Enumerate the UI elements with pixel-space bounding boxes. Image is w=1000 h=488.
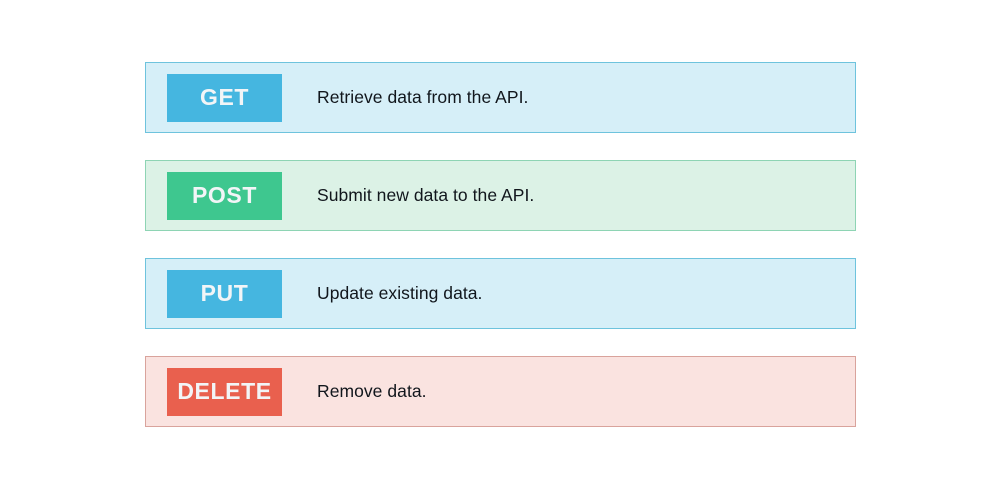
method-description: Submit new data to the API. bbox=[317, 185, 535, 205]
method-row[interactable]: PUT Update existing data. bbox=[145, 258, 856, 329]
method-badge-put: PUT bbox=[167, 269, 282, 318]
method-row[interactable]: GET Retrieve data from the API. bbox=[145, 62, 856, 133]
method-description: Remove data. bbox=[317, 381, 427, 401]
http-method-list: GET Retrieve data from the API. POST Sub… bbox=[145, 62, 856, 427]
method-description: Update existing data. bbox=[317, 283, 483, 303]
method-row[interactable]: DELETE Remove data. bbox=[145, 356, 856, 427]
method-description: Retrieve data from the API. bbox=[317, 87, 529, 107]
method-row[interactable]: POST Submit new data to the API. bbox=[145, 160, 856, 231]
method-badge-post: POST bbox=[167, 171, 282, 220]
method-badge-get: GET bbox=[167, 73, 282, 122]
method-badge-delete: DELETE bbox=[167, 367, 282, 416]
